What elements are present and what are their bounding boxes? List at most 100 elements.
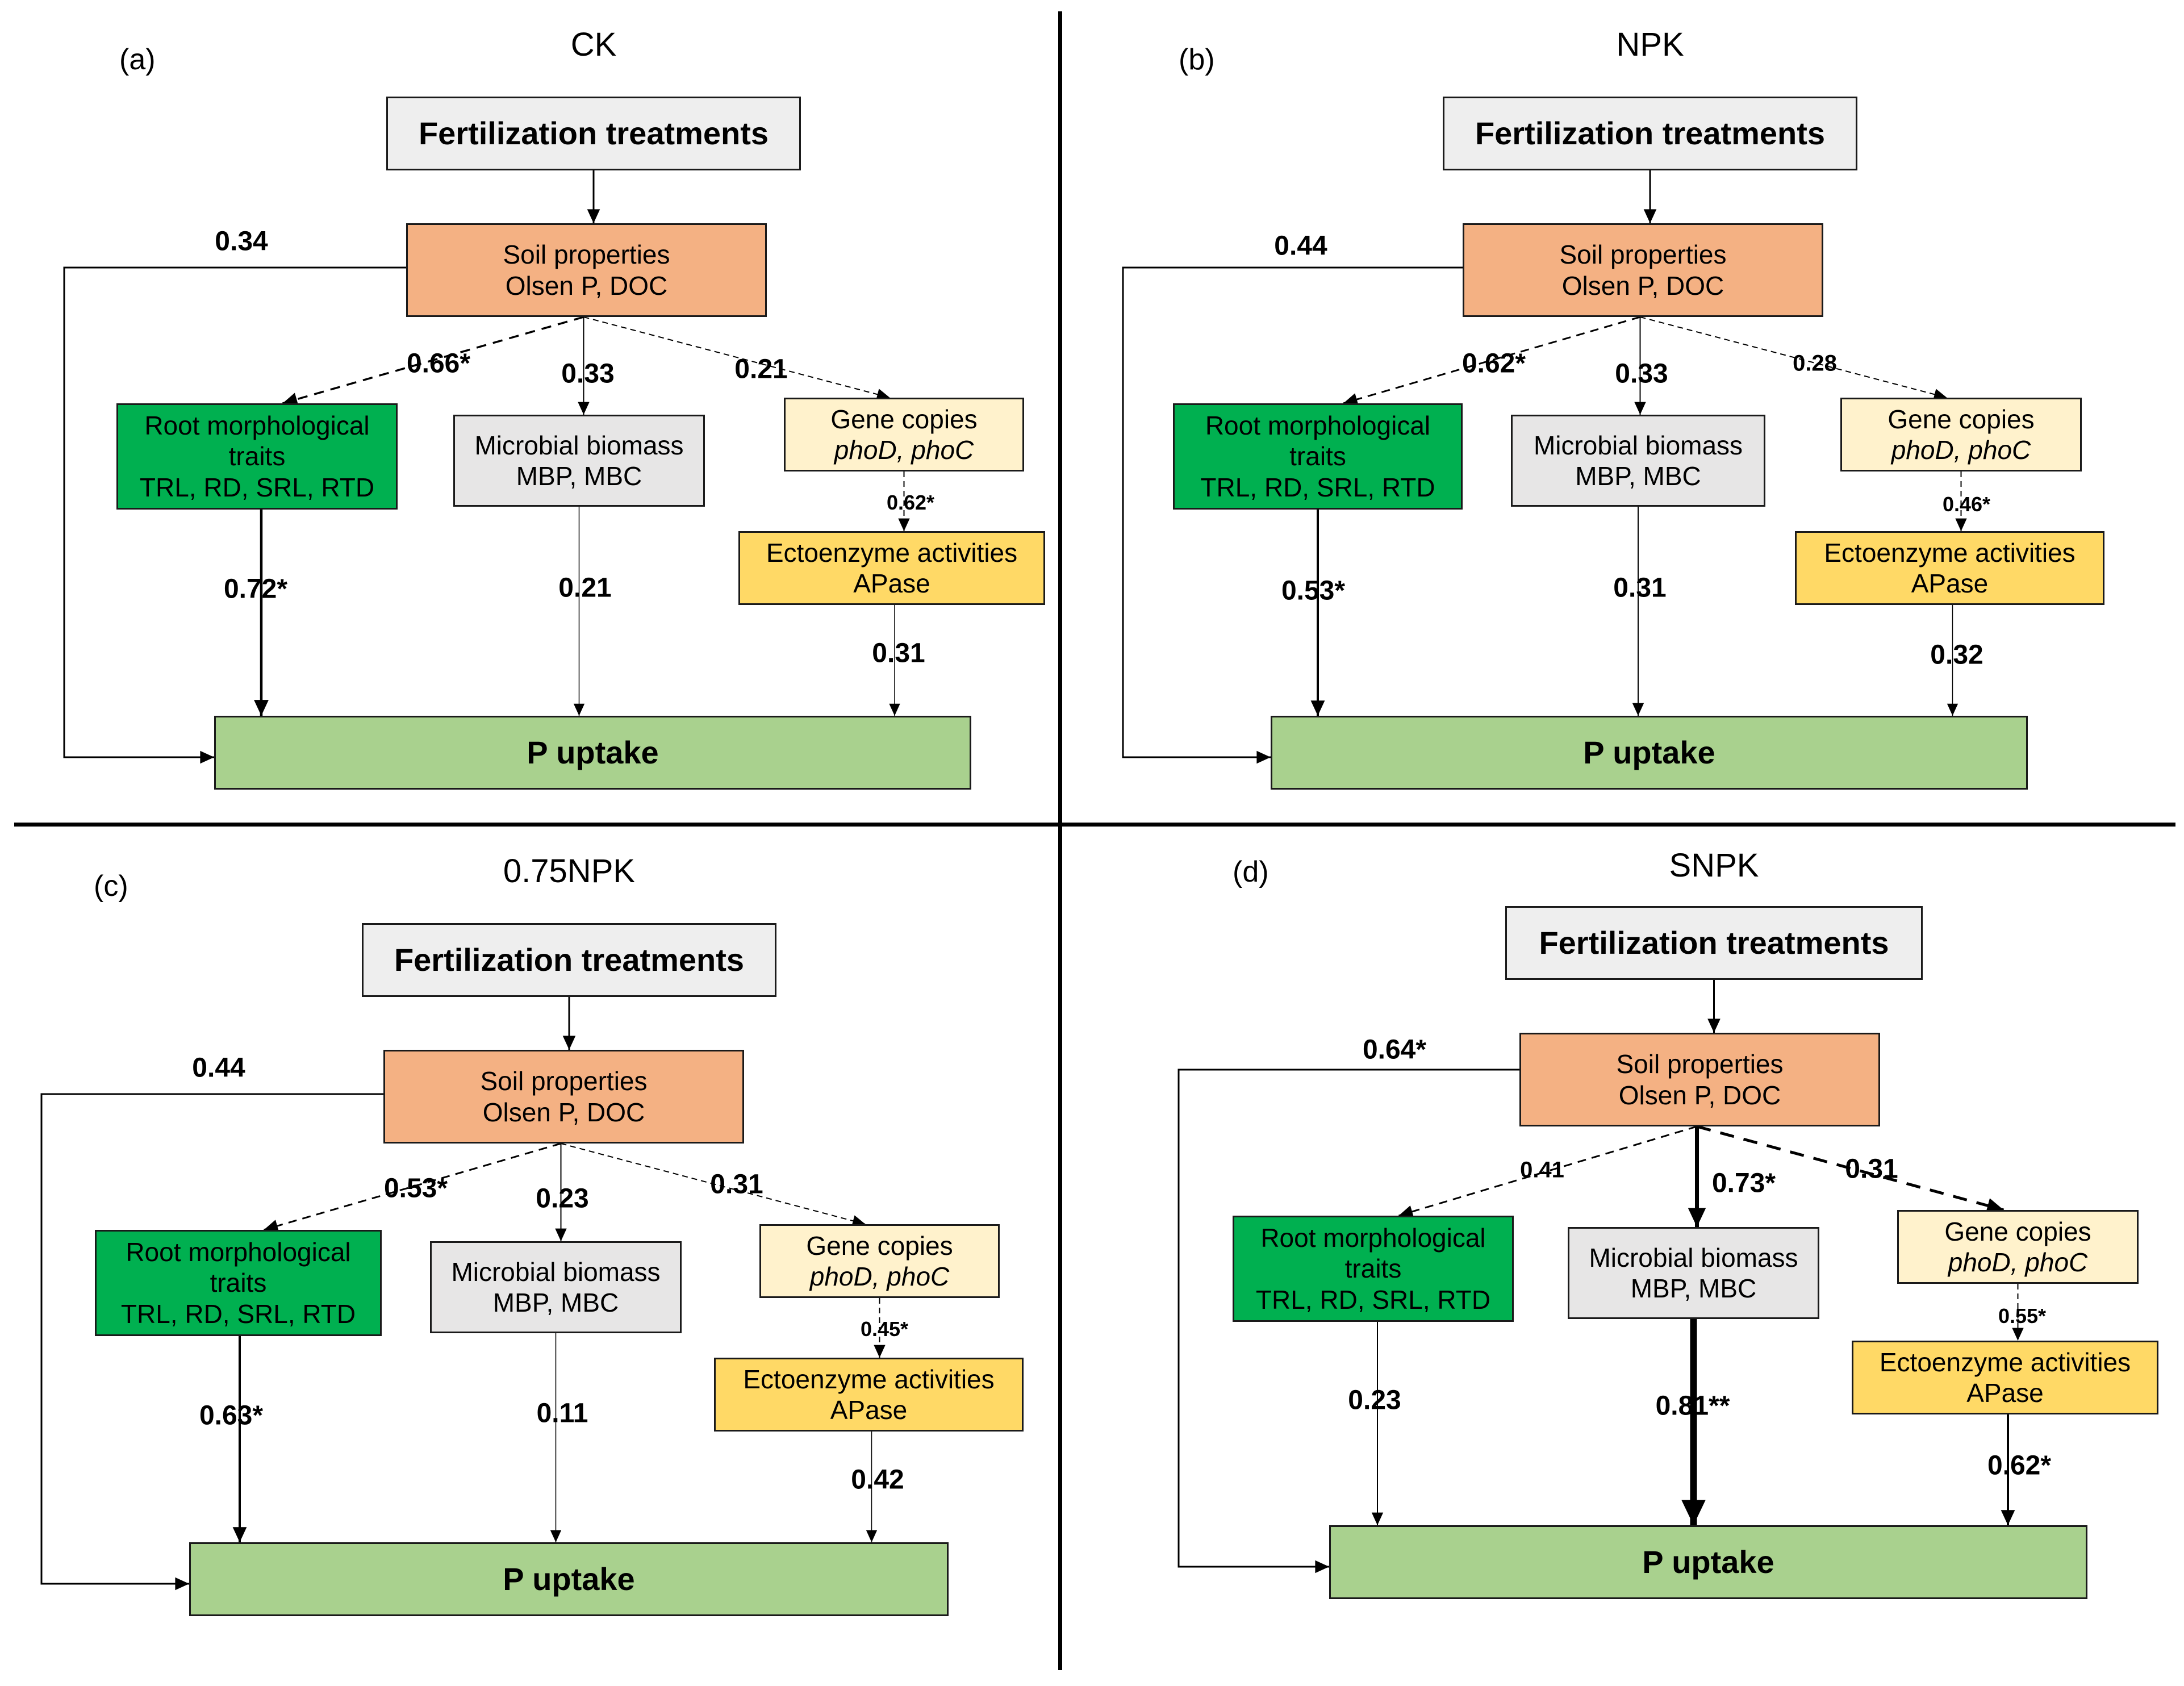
path-arrows — [1122, 170, 1967, 764]
p-uptake-box: P uptake — [1329, 1525, 2087, 1599]
ecto-to-uptake-arrowhead — [1947, 703, 1958, 716]
coef-microbial-uptake: 0.31 — [1613, 573, 1667, 603]
ectoenzyme-box-line-1: Ectoenzyme activities — [1879, 1347, 2131, 1377]
coef-soil-microbial: 0.33 — [1615, 358, 1668, 389]
ectoenzyme-box-line-2: APase — [830, 1395, 908, 1425]
soil-to-root-line — [1343, 316, 1640, 404]
gene-to-ecto-arrowhead — [1955, 518, 1967, 531]
ectoenzyme-box-line-1: Ectoenzyme activities — [766, 537, 1018, 567]
soil-properties-box-line-2: Olsen P, DOC — [1618, 1080, 1781, 1110]
panel-letter: (b) — [1179, 43, 1215, 76]
coef-ecto-uptake: 0.42 — [851, 1464, 904, 1495]
soil-to-gene-arrowhead — [1985, 1198, 2004, 1213]
ecto-to-uptake-arrowhead — [866, 1530, 878, 1542]
soil-to-root-line — [264, 1142, 561, 1231]
coef-soil-root: 0.62* — [1461, 348, 1526, 379]
coef-microbial-uptake: 0.11 — [536, 1398, 588, 1429]
coef-microbial-uptake: 0.81** — [1655, 1391, 1730, 1421]
coef-gene-ecto: 0.45* — [860, 1317, 909, 1341]
gene-to-ecto-arrowhead — [898, 518, 910, 531]
microbial-biomass-box-line-2: MBP, MBC — [492, 1288, 619, 1317]
soil-to-gene-line — [561, 1143, 866, 1225]
root-to-uptake-arrowhead — [1371, 1512, 1384, 1525]
gene-copies-box-line-1: Gene copies — [830, 404, 978, 434]
soil-properties-box-line-2: Olsen P, DOC — [1561, 270, 1724, 301]
fertilization-treatments-box: Fertilization treatments — [362, 923, 776, 997]
microbial-to-uptake-arrowhead — [550, 1530, 562, 1542]
soil-to-gene-arrowhead — [876, 389, 890, 400]
coef-soil-gene: 0.31 — [1845, 1154, 1898, 1184]
soil-to-uptake-arrowhead — [175, 1577, 189, 1591]
ectoenzyme-box-line-2: APase — [1911, 569, 1989, 598]
soil-to-microbial-arrowhead — [1634, 402, 1646, 415]
gene-copies-box-line-2: phoD, phoC — [1948, 1247, 2088, 1277]
p-uptake-box-line-1: P uptake — [527, 734, 659, 770]
soil-to-uptake-line — [1177, 1069, 1519, 1568]
root-traits-box-line-1: Root morphological — [1205, 411, 1431, 441]
soil-to-uptake-line — [63, 266, 406, 758]
soil-to-uptake-arrowhead — [200, 750, 214, 764]
microbial-biomass-box-line-2: MBP, MBC — [1630, 1274, 1757, 1303]
coef-soil-root: 0.41 — [1520, 1157, 1564, 1183]
soil-to-microbial-arrowhead — [1688, 1208, 1706, 1227]
panel-letter: (c) — [94, 870, 128, 903]
root-traits-box-line-1: Root morphological — [126, 1237, 351, 1267]
soil-properties-box-line-1: Soil properties — [1559, 240, 1727, 270]
ectoenzyme-box-line-1: Ectoenzyme activities — [743, 1364, 995, 1394]
p-uptake-box: P uptake — [1271, 716, 2028, 790]
root-traits-box-line-1: Root morphological — [1260, 1223, 1486, 1253]
root-to-uptake-arrowhead — [1310, 700, 1325, 716]
coef-soil-root: 0.53* — [383, 1173, 448, 1204]
microbial-biomass-box-line-1: Microbial biomass — [474, 430, 684, 460]
root-traits-box-line-2: traits — [1289, 441, 1346, 471]
soil-to-gene-line — [583, 316, 890, 398]
coef-soil-gene: 0.31 — [710, 1169, 763, 1200]
microbial-to-uptake-arrowhead — [1681, 1500, 1706, 1525]
microbial-biomass-box-line-1: Microbial biomass — [1589, 1242, 1798, 1272]
fertilization-to-soil-arrowhead — [562, 1036, 576, 1050]
soil-to-uptake-arrowhead — [1315, 1560, 1329, 1574]
soil-to-root-arrowhead — [1398, 1205, 1414, 1218]
path-arrows — [63, 170, 910, 764]
ecto-to-uptake-arrowhead — [2001, 1510, 2015, 1525]
coef-ecto-uptake: 0.31 — [872, 638, 925, 669]
fertilization-treatments-box-line-1: Fertilization treatments — [394, 941, 745, 978]
root-traits-box-line-3: TRL, RD, SRL, RTD — [120, 1299, 356, 1329]
panel-letter: (a) — [119, 43, 156, 76]
soil-to-uptake-arrowhead — [1256, 750, 1271, 764]
soil-to-microbial-arrowhead — [555, 1228, 567, 1241]
coef-soil-gene: 0.28 — [1793, 350, 1837, 376]
fertilization-to-soil-arrowhead — [1643, 209, 1657, 223]
panel-letter: (d) — [1233, 855, 1269, 888]
panel-title: NPK — [1616, 26, 1684, 63]
root-traits-box-line-2: traits — [210, 1268, 267, 1298]
ecto-to-uptake-arrowhead — [889, 703, 900, 716]
coef-root-uptake: 0.53* — [1281, 575, 1346, 606]
soil-to-root-line — [282, 316, 584, 404]
fertilization-to-soil-arrowhead — [587, 209, 600, 223]
fertilization-treatments-box: Fertilization treatments — [386, 97, 801, 170]
soil-to-gene-line — [1640, 316, 1947, 398]
gene-copies-box-line-2: phoD, phoC — [834, 435, 974, 465]
panel-title: SNPK — [1669, 847, 1759, 884]
soil-to-uptake-line — [40, 1093, 383, 1585]
ectoenzyme-box-line-1: Ectoenzyme activities — [1824, 537, 2076, 567]
fertilization-treatments-box-line-1: Fertilization treatments — [1539, 924, 1889, 961]
